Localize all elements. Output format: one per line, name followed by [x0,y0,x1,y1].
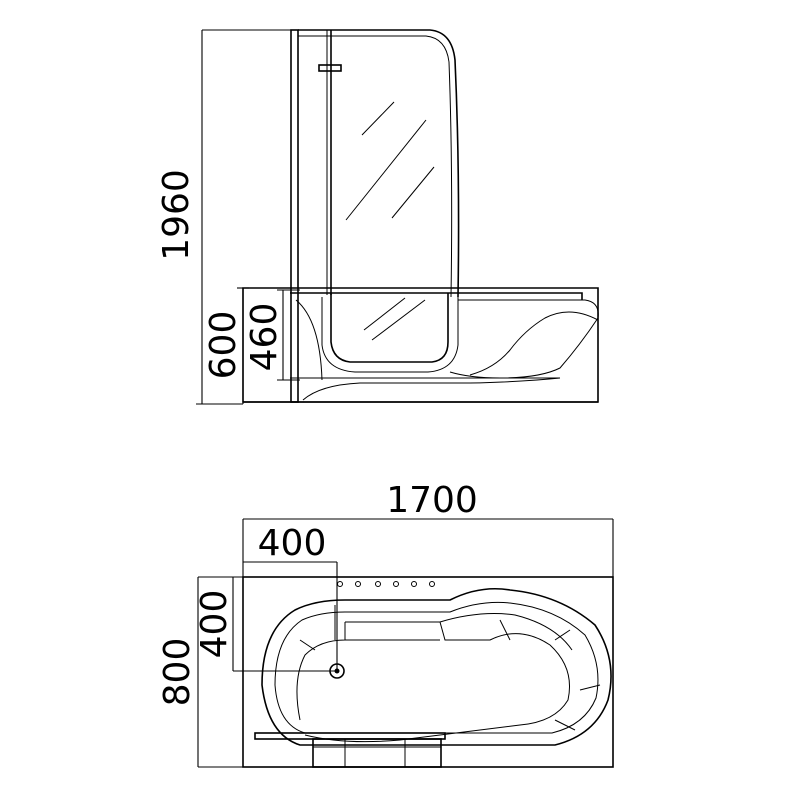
shower-screen [290,29,460,403]
label-1960: 1960 [156,169,197,261]
label-400-vertical: 400 [194,590,235,659]
plan-view: 1700 400 400 800 [157,480,614,768]
bath-shell [242,287,599,403]
jet-row [337,581,435,587]
label-460: 460 [244,303,285,372]
dimension-door-sill [277,289,300,381]
label-800: 800 [157,638,198,707]
dimension-drain-x [243,561,338,671]
dimension-drain-y [232,577,337,672]
dimension-width [197,576,243,768]
dimension-tub-height [237,287,249,404]
label-600: 600 [203,311,244,380]
label-1700: 1700 [386,480,478,521]
label-400-horizontal: 400 [258,523,327,564]
dimension-length [242,518,614,577]
side-elevation-view: 1960 600 460 [156,29,599,405]
screen-handle [318,64,342,72]
door-sill [254,732,446,768]
dimension-total-height [196,29,291,405]
